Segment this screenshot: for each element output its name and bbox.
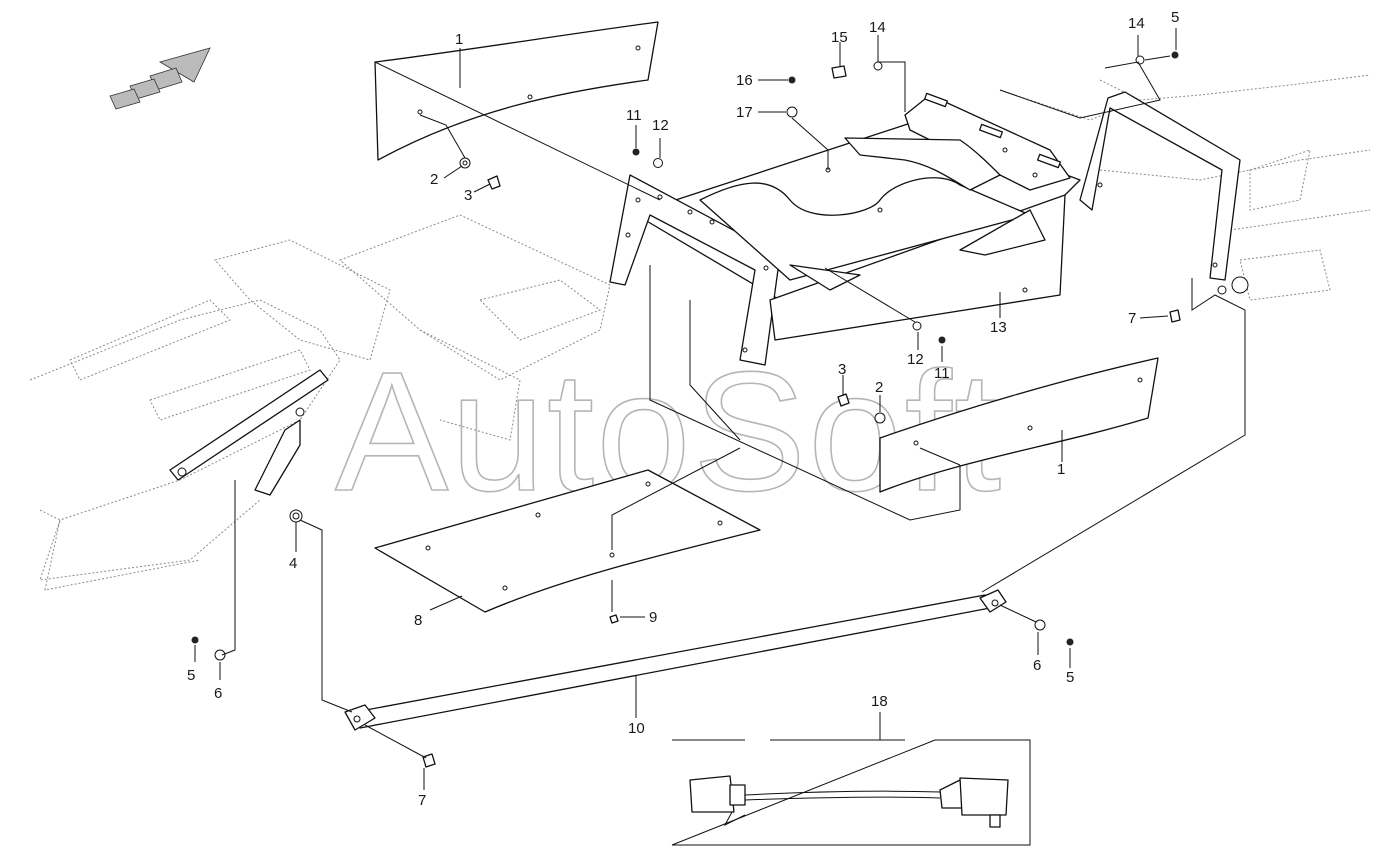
callout-10: 10 [628,720,645,737]
callout-3-upper: 3 [464,187,472,204]
part-8-plate [374,469,761,613]
part-13-frame [609,92,1081,366]
right-bracket [1079,91,1249,295]
direction-arrow-icon [109,47,211,110]
callout-18: 18 [871,693,888,710]
part-10-strut [344,589,1007,731]
callout-11-upper: 11 [626,107,642,124]
callout-7-right: 7 [1128,310,1136,327]
callout-3-lower: 3 [838,361,846,378]
callout-13: 13 [990,319,1007,336]
callout-12-lower: 12 [907,351,924,368]
callout-5-top: 5 [1171,9,1179,26]
callout-17: 17 [736,104,753,121]
callout-labels: 1 1 2 2 3 3 4 5 5 5 6 6 7 7 8 9 10 11 11… [187,9,1179,809]
callout-1-lower: 1 [1057,461,1065,478]
callout-14-top: 14 [1128,15,1145,32]
part-1-lower-panel [879,357,1159,493]
callout-5-left: 5 [187,667,195,684]
part-18-harness [671,739,1031,846]
callout-11-lower: 11 [934,365,950,382]
ghost-frame-left [29,214,611,591]
fasteners [191,51,1181,768]
callout-16: 16 [736,72,753,89]
callout-15: 15 [831,29,848,46]
leader-lines [194,28,1246,790]
left-bracket [169,369,329,496]
callout-7-bottom: 7 [418,792,426,809]
callout-14-center: 14 [869,19,886,36]
callout-2-upper: 2 [430,171,438,188]
callout-2-lower: 2 [875,379,883,396]
callout-9: 9 [649,609,657,626]
callout-12-upper: 12 [652,117,669,134]
callout-8: 8 [414,612,422,629]
part-1-upper-panel [374,21,659,161]
callout-6-right: 6 [1033,657,1041,674]
callout-1-upper: 1 [455,31,463,48]
callout-4: 4 [289,555,297,572]
callout-6-left: 6 [214,685,222,702]
callout-5-right: 5 [1066,669,1074,686]
